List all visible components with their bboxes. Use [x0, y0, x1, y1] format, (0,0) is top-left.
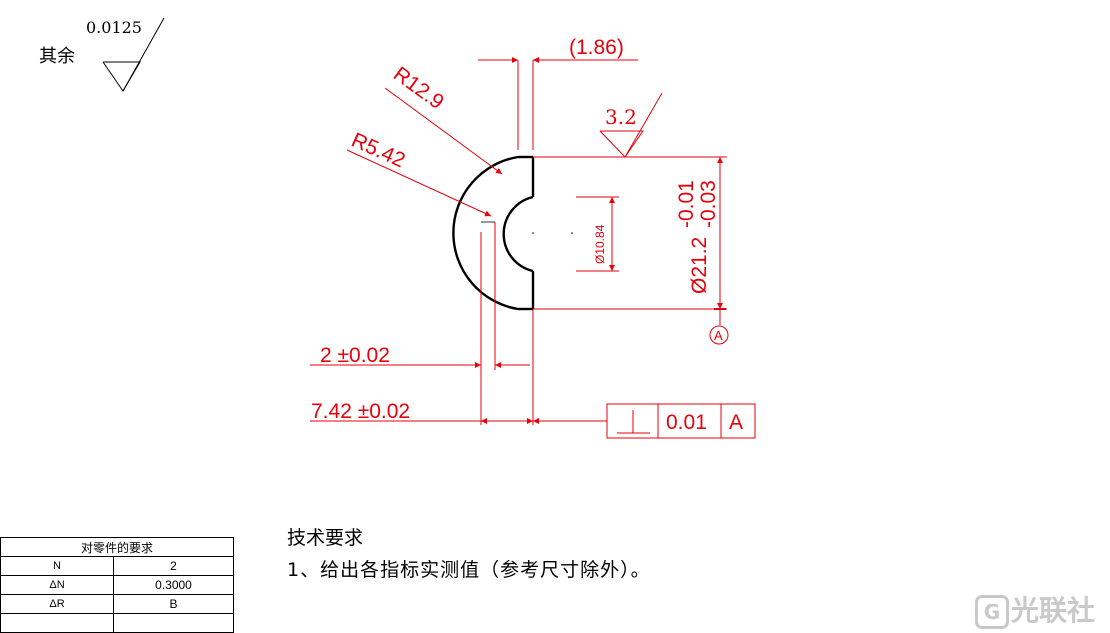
tolerance-value: 0.01 [666, 411, 707, 434]
table-key: ΔN [0, 575, 114, 595]
lens-outline [452, 155, 535, 311]
logo-icon: G [975, 595, 1009, 629]
table-value [113, 613, 234, 633]
dim-total-thickness: 7.42 ±0.02 [311, 400, 410, 423]
dim-reference-thickness: (1.86) [569, 36, 624, 59]
table-value: 0.3000 [113, 575, 234, 595]
watermark-text: 光联社 [1011, 594, 1096, 627]
roughness-general-value: 0.0125 [86, 18, 142, 37]
requirements-table: 对零件的要求 N 2 ΔN 0.3000 ΔR B [0, 537, 234, 633]
table-header-row: 对零件的要求 [0, 537, 234, 557]
datum-label: A [714, 328, 723, 343]
tolerance-datum: A [729, 411, 743, 434]
table-header: 对零件的要求 [0, 537, 234, 557]
table-key [0, 613, 114, 633]
table-value: B [113, 594, 234, 614]
dimension-texts: (1.86) R12.9 R5.42 3.2 Ø10.84 Ø21.2 -0.0… [311, 36, 743, 434]
table-value: 2 [113, 556, 234, 576]
dim-inner-diameter: Ø10.84 [593, 224, 607, 264]
technical-requirement-note: 1、给出各指标实测值（参考尺寸除外）。 [287, 559, 651, 581]
dimension-lines [310, 57, 756, 439]
table-row: N 2 [0, 556, 234, 576]
technical-requirements-title: 技术要求 [287, 527, 364, 549]
roughness-face-value: 3.2 [605, 105, 637, 129]
dim-center-thickness: 2 ±0.02 [320, 344, 390, 367]
surface-other-label: 其余 [39, 46, 75, 67]
table-key: N [0, 556, 114, 576]
dim-outer-tol-upper: -0.01 [675, 180, 698, 228]
table-row: ΔN 0.3000 [0, 575, 234, 595]
dim-outer-diameter: Ø21.2 [688, 237, 711, 294]
dim-outer-radius: R12.9 [389, 62, 448, 114]
table-row: ΔR B [0, 594, 234, 614]
table-key: ΔR [0, 594, 114, 614]
roughness-symbol-general [102, 17, 165, 92]
dim-outer-tol-lower: -0.03 [697, 180, 720, 228]
table-row [0, 613, 234, 633]
dim-inner-radius: R5.42 [348, 129, 409, 173]
